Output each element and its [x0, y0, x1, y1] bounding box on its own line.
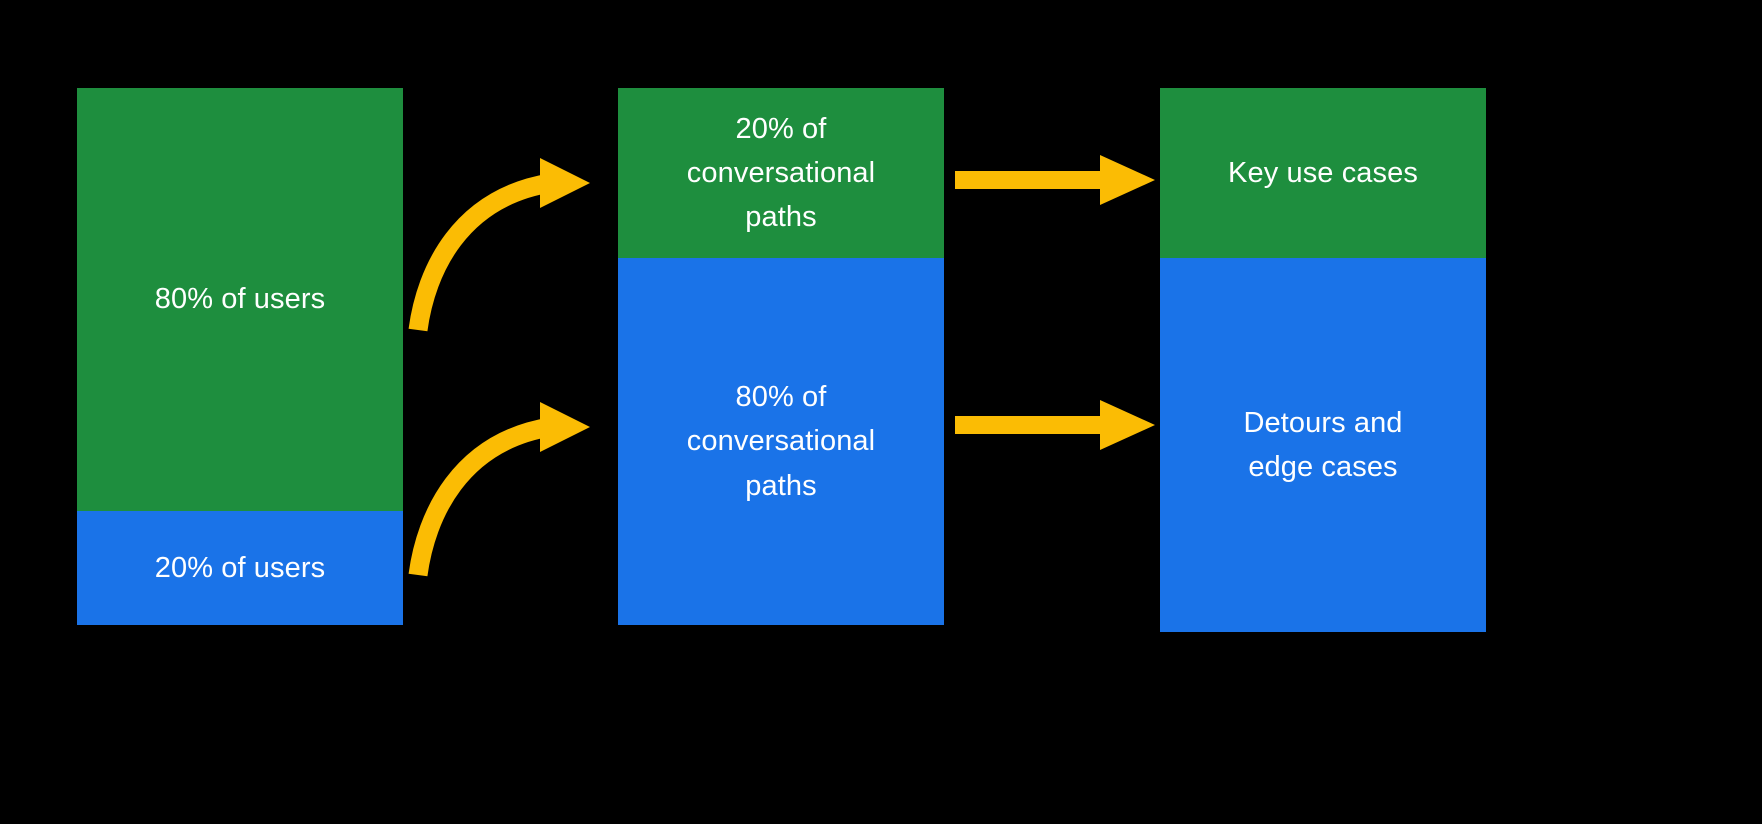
column-conversational-paths: 20% of conversational paths 80% of conve…	[618, 88, 944, 625]
segment-paths-minority: 20% of conversational paths	[618, 88, 944, 258]
segment-label: 20% of conversational paths	[686, 112, 876, 234]
segment-detours-edge-cases: Detours and edge cases	[1160, 258, 1486, 632]
segment-label: 20% of users	[154, 551, 326, 584]
segment-users-minority: 20% of users	[77, 511, 403, 625]
column-users: 80% of users 20% of users	[77, 88, 403, 625]
segment-label: Detours and edge cases	[1243, 406, 1403, 483]
segment-label: Key use cases	[1228, 156, 1418, 189]
segment-users-majority: 80% of users	[77, 88, 403, 511]
segment-label: 80% of users	[154, 283, 326, 316]
straight-arrow-icon-top	[955, 155, 1155, 205]
curved-arrow-icon-top	[408, 158, 590, 332]
segment-paths-majority: 80% of conversational paths	[618, 258, 944, 625]
straight-arrow-icon-bottom	[955, 400, 1155, 450]
segment-key-use-cases: Key use cases	[1160, 88, 1486, 258]
segment-label: 80% of conversational paths	[686, 381, 876, 502]
curved-arrow-icon-bottom	[408, 402, 590, 577]
column-outcomes: Key use cases Detours and edge cases	[1160, 88, 1486, 632]
